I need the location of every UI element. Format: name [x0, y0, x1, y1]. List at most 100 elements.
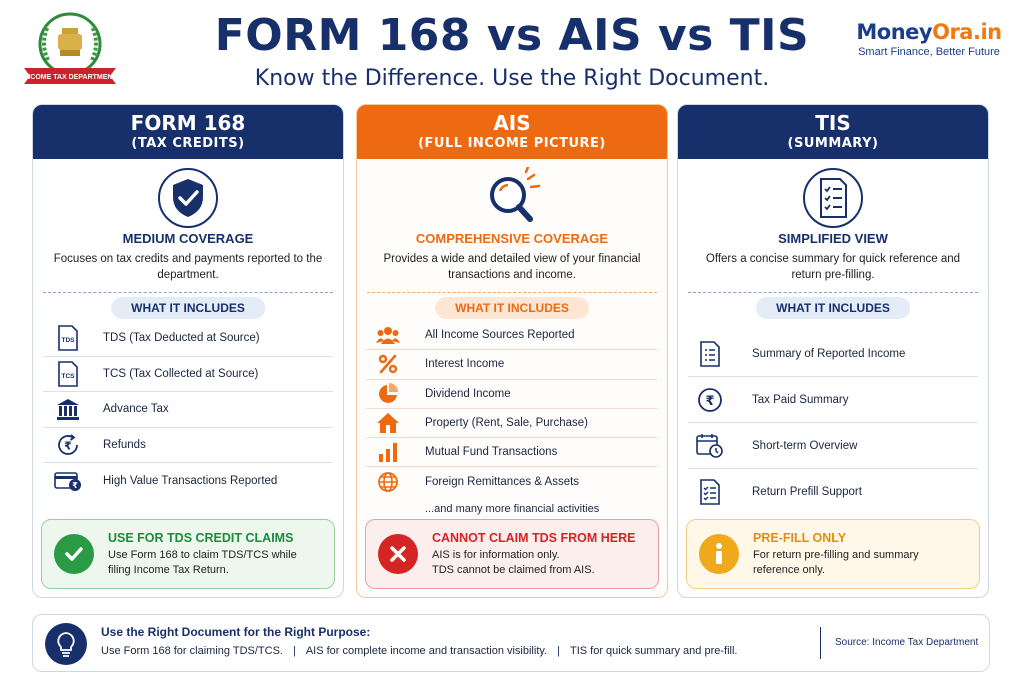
- footer-summary: Use the Right Document for the Right Pur…: [32, 614, 990, 672]
- list-item: Advance Tax: [43, 392, 333, 428]
- form168-note-line2: filing Income Tax Return.: [108, 563, 229, 576]
- ais-coverage: COMPREHENSIVE COVERAGE: [415, 231, 609, 246]
- form168-header: FORM 168 (TAX CREDITS): [33, 105, 343, 159]
- divider: [688, 292, 978, 293]
- form168-includes-label: WHAT IT INCLUDES: [111, 297, 265, 319]
- rupee-circle-icon: ₹: [688, 387, 732, 413]
- house-icon: [367, 412, 409, 434]
- list-item-label: Short-term Overview: [752, 439, 858, 452]
- page-subtitle: Know the Difference. Use the Right Docum…: [254, 66, 770, 91]
- tis-includes-label: WHAT IT INCLUDES: [756, 297, 910, 319]
- bank-building-icon: [43, 397, 93, 421]
- form168-note-title: USE FOR TDS CREDIT CLAIMS: [108, 530, 294, 545]
- list-item: Interest Income: [367, 350, 657, 380]
- divider: [43, 292, 333, 293]
- ais-includes-label: WHAT IT INCLUDES: [435, 297, 589, 319]
- globe-icon: [367, 471, 409, 493]
- tis-note: PRE-FILL ONLY For return pre-filling and…: [686, 519, 980, 589]
- svg-text:₹: ₹: [64, 439, 72, 452]
- list-item-label: All Income Sources Reported: [425, 329, 575, 342]
- ais-subtitle: (FULL INCOME PICTURE): [418, 136, 606, 151]
- ais-header: AIS (FULL INCOME PICTURE): [357, 105, 667, 159]
- info-circle-icon: [699, 534, 739, 574]
- ais-note-title: CANNOT CLAIM TDS FROM HERE: [432, 530, 636, 545]
- list-item-label: Property (Rent, Sale, Purchase): [425, 417, 588, 430]
- ais-note: CANNOT CLAIM TDS FROM HERE AIS is for in…: [365, 519, 659, 589]
- list-item-label: High Value Transactions Reported: [103, 474, 278, 487]
- form168-note-line1: Use Form 168 to claim TDS/TCS while: [108, 548, 297, 561]
- ais-note-line2: TDS cannot be claimed from AIS.: [432, 563, 595, 576]
- calendar-clock-icon: [688, 433, 732, 459]
- separator: |: [557, 645, 560, 657]
- checklist-icon: [678, 167, 988, 229]
- tds-document-icon: TDS: [43, 325, 93, 352]
- magnifier-icon: [357, 167, 667, 229]
- checklist-small-icon: [688, 479, 732, 505]
- form168-card: FORM 168 (TAX CREDITS) MEDIUM COVERAGE F…: [32, 104, 344, 598]
- form168-note: USE FOR TDS CREDIT CLAIMS Use Form 168 t…: [41, 519, 335, 589]
- ais-more-text: ...and many more financial activities: [425, 502, 600, 515]
- list-item: Foreign Remittances & Assets: [367, 467, 657, 496]
- list-item: TDS TDS (Tax Deducted at Source): [43, 321, 333, 357]
- list-item-label: Return Prefill Support: [752, 486, 862, 498]
- list-item: ₹ High Value Transactions Reported: [43, 463, 333, 499]
- form168-coverage: MEDIUM COVERAGE: [122, 231, 254, 246]
- tcs-document-icon: TCS: [43, 360, 93, 387]
- svg-text:₹: ₹: [705, 394, 714, 409]
- ais-note-line1: AIS is for information only.: [432, 548, 560, 561]
- list-item-label: Summary of Reported Income: [752, 347, 906, 360]
- list-item: Mutual Fund Transactions: [367, 438, 657, 468]
- footer-item-form168: Use Form 168 for claiming TDS/TCS.: [101, 645, 283, 657]
- tis-header: TIS (SUMMARY): [678, 105, 988, 159]
- brand-logo: MoneyOra.in Smart Finance, Better Future: [854, 20, 1004, 58]
- divider: [367, 292, 657, 293]
- form168-description: Focuses on tax credits and payments repo…: [53, 253, 323, 281]
- brand-tagline: Smart Finance, Better Future: [858, 46, 1000, 58]
- list-item-label: Foreign Remittances & Assets: [425, 476, 580, 489]
- tis-note-line2: reference only.: [753, 563, 825, 576]
- brand-name-part2: Ora.in: [932, 20, 1002, 44]
- x-circle-icon: [378, 534, 418, 574]
- list-item: ₹ Refunds: [43, 428, 333, 463]
- list-item-label: Advance Tax: [103, 403, 169, 416]
- ais-description: Provides a wide and detailed view of you…: [383, 253, 641, 281]
- list-item-label: Refunds: [103, 438, 146, 451]
- form168-title: FORM 168: [130, 111, 246, 135]
- rupee-refund-icon: ₹: [43, 432, 93, 458]
- card-rupee-icon: ₹: [43, 470, 93, 492]
- list-item: Summary of Reported Income: [688, 331, 978, 377]
- form168-subtitle: (TAX CREDITS): [131, 136, 245, 151]
- list-item: TCS TCS (Tax Collected at Source): [43, 357, 333, 392]
- footer-item-ais: AIS for complete income and transaction …: [305, 645, 548, 657]
- tis-includes-list: Summary of Reported Income ₹ Tax Paid Su…: [688, 331, 978, 515]
- form168-includes-list: TDS TDS (Tax Deducted at Source) TCS TCS…: [43, 321, 333, 499]
- list-item-label: TDS (Tax Deducted at Source): [103, 332, 260, 345]
- tis-subtitle: (SUMMARY): [787, 136, 879, 151]
- list-item-label: Dividend Income: [425, 387, 511, 400]
- tis-note-line1: For return pre-filling and summary: [753, 548, 919, 561]
- divider: [820, 627, 821, 659]
- tis-description: Offers a concise summary for quick refer…: [705, 253, 961, 281]
- percent-icon: [367, 353, 409, 375]
- ais-title: AIS: [493, 111, 531, 135]
- tis-note-title: PRE-FILL ONLY: [753, 530, 847, 545]
- svg-text:₹: ₹: [72, 481, 78, 490]
- bar-chart-icon: [367, 441, 409, 463]
- emblem-ribbon-text: INCOME TAX DEPARTMENT: [23, 74, 117, 81]
- svg-text:TCS: TCS: [62, 373, 76, 380]
- check-circle-icon: [54, 534, 94, 574]
- footer-item-tis: TIS for quick summary and pre-fill.: [569, 645, 738, 657]
- income-tax-emblem: INCOME TAX DEPARTMENT: [18, 10, 122, 92]
- ais-card: AIS (FULL INCOME PICTURE) COMPREHENSIVE …: [356, 104, 668, 598]
- list-document-icon: [688, 340, 732, 367]
- page-title: FORM 168 vs AIS vs TIS: [214, 10, 810, 61]
- svg-text:TDS: TDS: [62, 337, 76, 344]
- ais-includes-list: All Income Sources Reported Interest Inc…: [367, 321, 657, 515]
- list-item: Return Prefill Support: [688, 469, 978, 515]
- tis-title: TIS: [815, 111, 851, 135]
- shield-check-icon: [33, 167, 343, 229]
- people-icon: [367, 325, 409, 345]
- footer-items: Use Form 168 for claiming TDS/TCS. | AIS f…: [101, 645, 737, 657]
- lightbulb-icon: [45, 623, 87, 665]
- list-item-label: Mutual Fund Transactions: [425, 446, 558, 459]
